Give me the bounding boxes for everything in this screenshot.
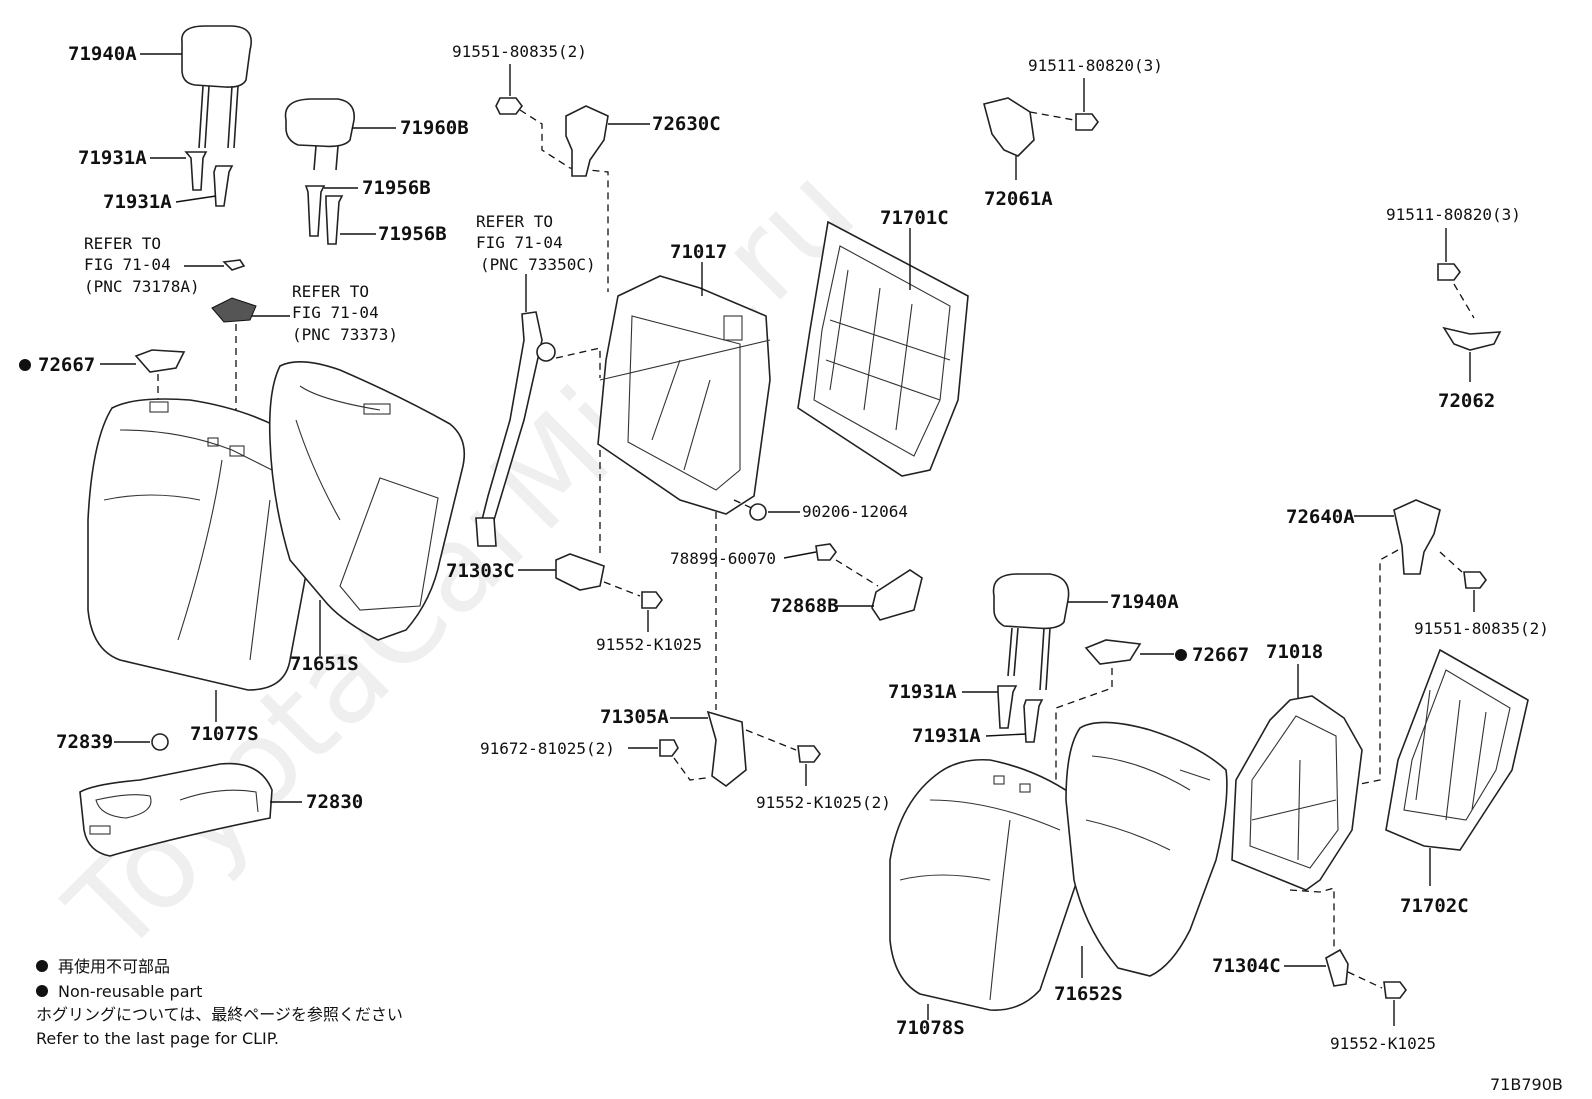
callout-71305a: 71305A xyxy=(600,706,669,728)
callout-71931a-4: 71931A xyxy=(912,725,981,747)
seatback-pad-71652s[interactable] xyxy=(1065,721,1228,977)
callout-71960b: 71960B xyxy=(400,117,469,139)
callout-78899: 78899-60070 xyxy=(670,549,776,568)
bracket-71304c[interactable] xyxy=(1325,948,1349,987)
callout-91552-2: 91552-K1025(2) xyxy=(756,793,891,812)
bracket-72630c[interactable] xyxy=(565,105,609,177)
clip-78899-icon[interactable] xyxy=(815,543,837,561)
callout-71940a-2: 71940A xyxy=(1110,591,1179,613)
hinge-72061a[interactable] xyxy=(983,97,1035,157)
headrest-71960b[interactable] xyxy=(284,98,355,171)
callout-91552-3: 91552-K1025 xyxy=(1330,1034,1436,1053)
callout-71701c: 71701C xyxy=(880,207,949,229)
callout-72667-1: 72667 xyxy=(38,354,95,376)
callout-71304c: 71304C xyxy=(1212,955,1281,977)
callout-91551-right: 91551-80835(2) xyxy=(1414,619,1549,638)
callout-91552-1: 91552-K1025 xyxy=(596,635,702,654)
callout-71702c: 71702C xyxy=(1400,895,1469,917)
bolt-91511-1-icon[interactable] xyxy=(1075,113,1099,131)
callout-71017: 71017 xyxy=(670,241,727,263)
ref-73373-line2: FIG 71-04 xyxy=(292,303,379,322)
seatback-cover-71077s[interactable] xyxy=(87,398,319,691)
bolt-91552-1-icon[interactable] xyxy=(641,591,663,609)
ref-73178a-line2: FIG 71-04 xyxy=(84,255,171,274)
callout-72640a: 72640A xyxy=(1286,506,1355,528)
legend-dot-en xyxy=(36,985,48,997)
legend-nonreusable-jp: 再使用不可部品 xyxy=(58,957,170,976)
callout-71651s: 71651S xyxy=(290,653,359,675)
ref-73350c-line1: REFER TO xyxy=(476,212,553,231)
callout-71931a-2: 71931A xyxy=(103,191,172,213)
headrest-71940a-left[interactable] xyxy=(181,25,252,149)
seatback-pad-71651s[interactable] xyxy=(268,361,466,641)
guide-71931a-right-2[interactable] xyxy=(1023,699,1044,743)
ref-73178a-line3: (PNC 73178A) xyxy=(84,277,200,296)
callout-91672: 91672-81025(2) xyxy=(480,739,615,758)
callout-72630c: 72630C xyxy=(652,113,721,135)
callout-72061a: 72061A xyxy=(984,188,1053,210)
nonreusable-dot-1 xyxy=(19,359,31,371)
bracket-72640a[interactable] xyxy=(1393,499,1441,575)
ref-73373-line1: REFER TO xyxy=(292,282,369,301)
guide-71931a-right-1[interactable] xyxy=(997,685,1018,729)
callout-71940a-1: 71940A xyxy=(68,43,137,65)
bezel-72667-left-icon[interactable] xyxy=(134,349,186,373)
callout-71931a-1: 71931A xyxy=(78,147,147,169)
bracket-71303c[interactable] xyxy=(555,553,605,591)
ref-73178a-line1: REFER TO xyxy=(84,234,161,253)
callout-72839: 72839 xyxy=(56,731,113,753)
callout-71652s: 71652S xyxy=(1054,983,1123,1005)
callout-71956b-2: 71956B xyxy=(378,223,447,245)
legend-clip-en: Refer to the last page for CLIP. xyxy=(36,1029,279,1048)
seat-belt-73350c[interactable] xyxy=(475,311,556,547)
bolt-91672-icon[interactable] xyxy=(659,739,679,757)
seatback-frame-71018[interactable] xyxy=(1231,695,1363,891)
callout-90206: 90206-12064 xyxy=(802,502,908,521)
legend-dot-jp xyxy=(36,960,48,972)
pad-72868b[interactable] xyxy=(871,569,923,621)
callout-71956b-1: 71956B xyxy=(362,177,431,199)
seatback-board-71702c[interactable] xyxy=(1385,648,1529,851)
callout-71303c: 71303C xyxy=(446,560,515,582)
callout-72667-2: 72667 xyxy=(1192,644,1249,666)
headrest-71940a-right[interactable] xyxy=(992,573,1070,691)
callout-72830: 72830 xyxy=(306,791,363,813)
callout-71077s: 71077S xyxy=(190,723,259,745)
figure-code: 71B790B xyxy=(1490,1075,1563,1094)
callout-91511-2: 91511-80820(3) xyxy=(1386,205,1521,224)
callout-71018: 71018 xyxy=(1266,641,1323,663)
callout-72062: 72062 xyxy=(1438,390,1495,412)
bezel-72667-right-icon[interactable] xyxy=(1084,639,1142,665)
guide-71956b[interactable] xyxy=(304,185,344,245)
bolt-91552-3-icon[interactable] xyxy=(1383,981,1407,999)
bolt-91552-2-icon[interactable] xyxy=(797,745,821,763)
callout-71931a-3: 71931A xyxy=(888,681,957,703)
seatback-board-71701c[interactable] xyxy=(797,220,969,477)
callout-72868b: 72868B xyxy=(770,595,839,617)
guide-71931a-left[interactable] xyxy=(184,151,234,207)
legend-nonreusable-en: Non-reusable part xyxy=(58,982,202,1001)
latch-72062[interactable] xyxy=(1442,326,1502,351)
callout-71078s: 71078S xyxy=(896,1017,965,1039)
ref-73373-line3: (PNC 73373) xyxy=(292,325,398,344)
seatback-cover-71078s[interactable] xyxy=(889,758,1087,1011)
legend-clip-jp: ホグリングについては、最終ページを参照ください xyxy=(36,1005,403,1024)
ref-73350c-line3: (PNC 73350C) xyxy=(480,255,596,274)
clip-72839-icon[interactable] xyxy=(151,733,169,751)
bolt-91551-top-icon[interactable] xyxy=(495,97,523,115)
armrest-72830[interactable] xyxy=(79,762,273,857)
bolt-91551-right-icon[interactable] xyxy=(1463,571,1487,589)
bezel-73178a-icon[interactable] xyxy=(222,259,246,271)
seatback-frame-71017[interactable] xyxy=(597,275,771,515)
callout-91551-top: 91551-80835(2) xyxy=(452,42,587,61)
cover-73373-icon[interactable] xyxy=(211,297,257,323)
ref-73350c-line2: FIG 71-04 xyxy=(476,233,563,252)
bracket-71305a[interactable] xyxy=(706,710,747,788)
nonreusable-dot-2 xyxy=(1175,649,1187,661)
bolt-91511-2-icon[interactable] xyxy=(1437,263,1461,281)
callout-91511-1: 91511-80820(3) xyxy=(1028,56,1163,75)
nut-90206-icon[interactable] xyxy=(749,503,767,521)
